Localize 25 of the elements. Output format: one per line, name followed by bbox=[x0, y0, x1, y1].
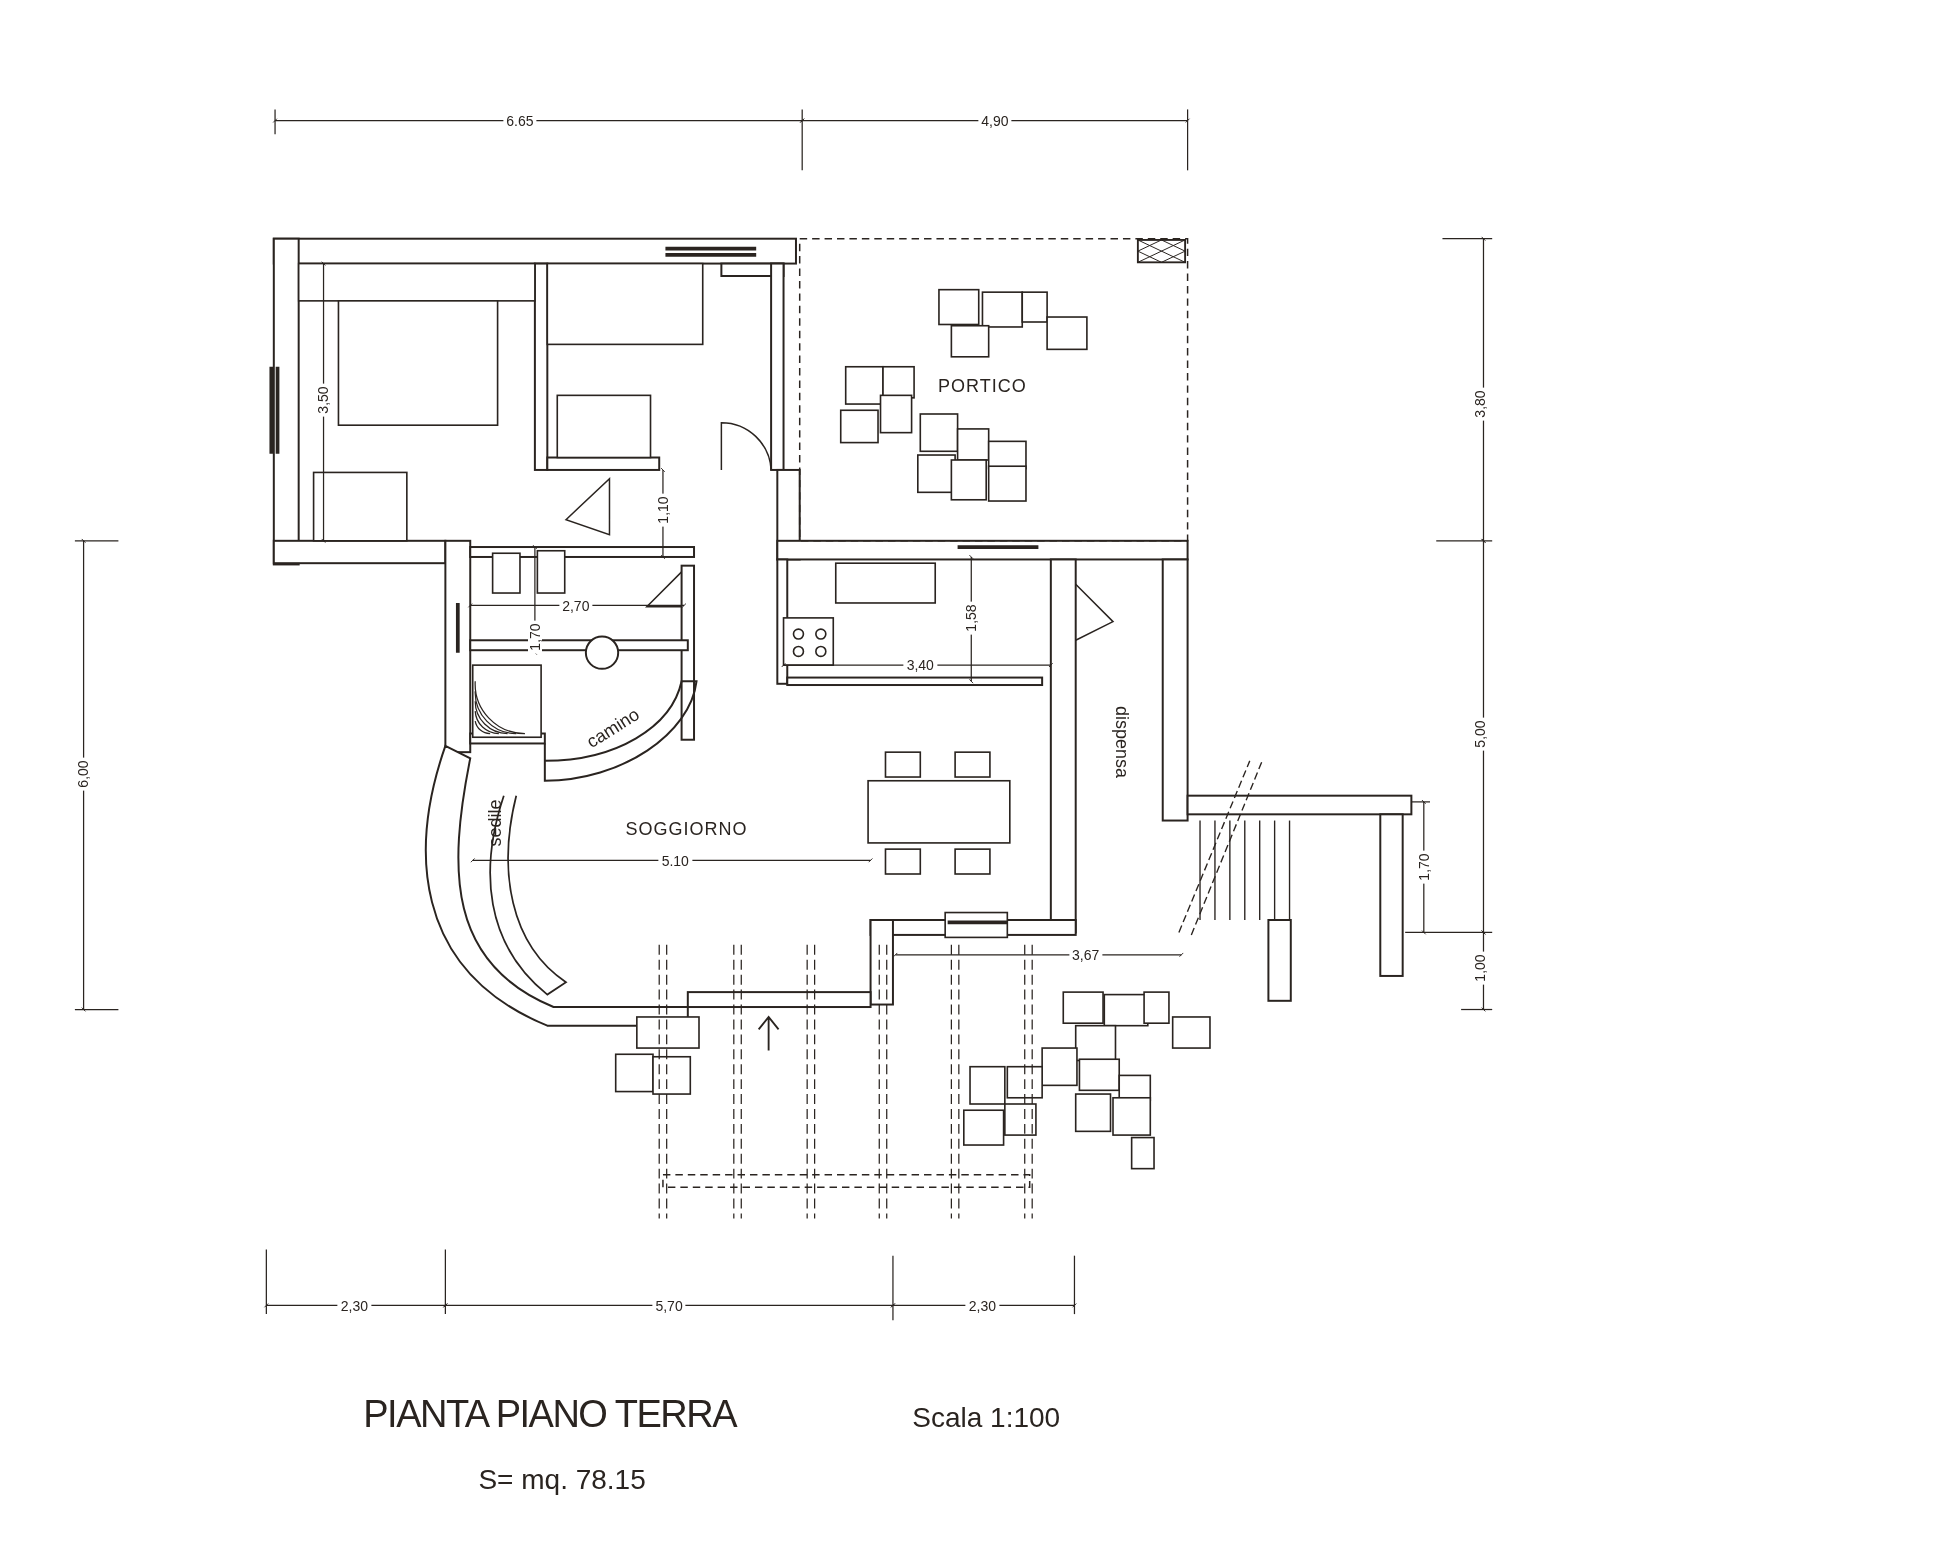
dimension-value: 1,10 bbox=[655, 493, 670, 527]
dimension-value: 5,70 bbox=[652, 1298, 686, 1313]
dimension-value: 5.10 bbox=[658, 853, 692, 868]
plan-note: Scala 1:100 bbox=[912, 1403, 1061, 1432]
dimension-value: 6,00 bbox=[76, 756, 91, 791]
room-name: PORTICO bbox=[938, 376, 1027, 395]
dimension-value: 2,30 bbox=[965, 1298, 1000, 1313]
room-name: dispensa bbox=[1112, 706, 1131, 779]
dimension-value: 1,58 bbox=[964, 601, 979, 635]
room-name: SOGGIORNO bbox=[625, 820, 748, 839]
plan-note: S= mq. 78.15 bbox=[478, 1465, 646, 1494]
room-name: sedile bbox=[485, 799, 504, 847]
dimension-value: 2,30 bbox=[337, 1298, 372, 1313]
dimension-value: 4,90 bbox=[978, 113, 1012, 128]
dimension-value: 5,00 bbox=[1472, 717, 1487, 751]
dimension-value: 2,70 bbox=[559, 598, 593, 613]
dimension-value: 3,50 bbox=[316, 383, 331, 418]
dimension-value: 3,67 bbox=[1069, 948, 1103, 963]
dimension-value: 6.65 bbox=[503, 113, 537, 128]
dimension-value: 1,70 bbox=[527, 620, 542, 654]
dimension-value: 1,00 bbox=[1472, 950, 1487, 985]
dimension-value: 3,80 bbox=[1472, 387, 1487, 421]
dimension-value: 3,40 bbox=[903, 658, 937, 673]
plan-title: PIANTA PIANO TERRA bbox=[363, 1395, 737, 1433]
dimension-value: 1,70 bbox=[1416, 850, 1431, 884]
